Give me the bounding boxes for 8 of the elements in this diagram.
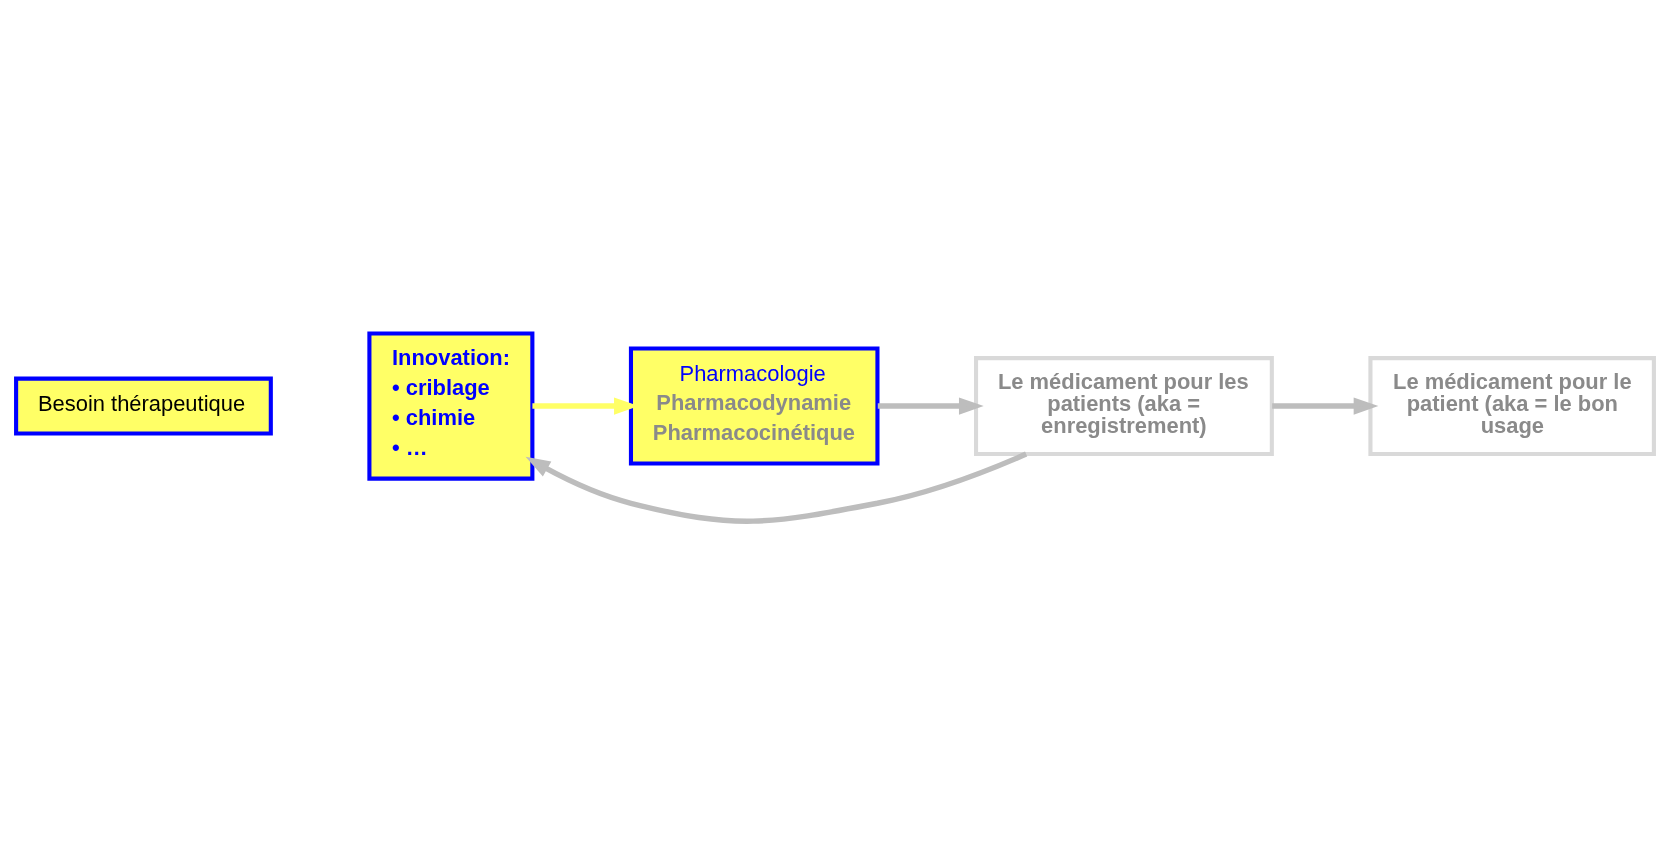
node-box: Le médicament pour les patients (aka = enregistrement) [974,355,1274,456]
arrow [1272,396,1379,415]
node-box: Besoin thérapeutique [14,376,273,435]
arrow [877,396,984,415]
node-box: Le médicament pour le patient (aka = le bon usage [1368,355,1656,456]
arrow [525,451,1028,524]
node-box: Pharmacologie Pharmacodynamie Pharmacocinétique [628,346,880,466]
node-box: Innovation: • criblage • chimie • … [367,330,535,481]
